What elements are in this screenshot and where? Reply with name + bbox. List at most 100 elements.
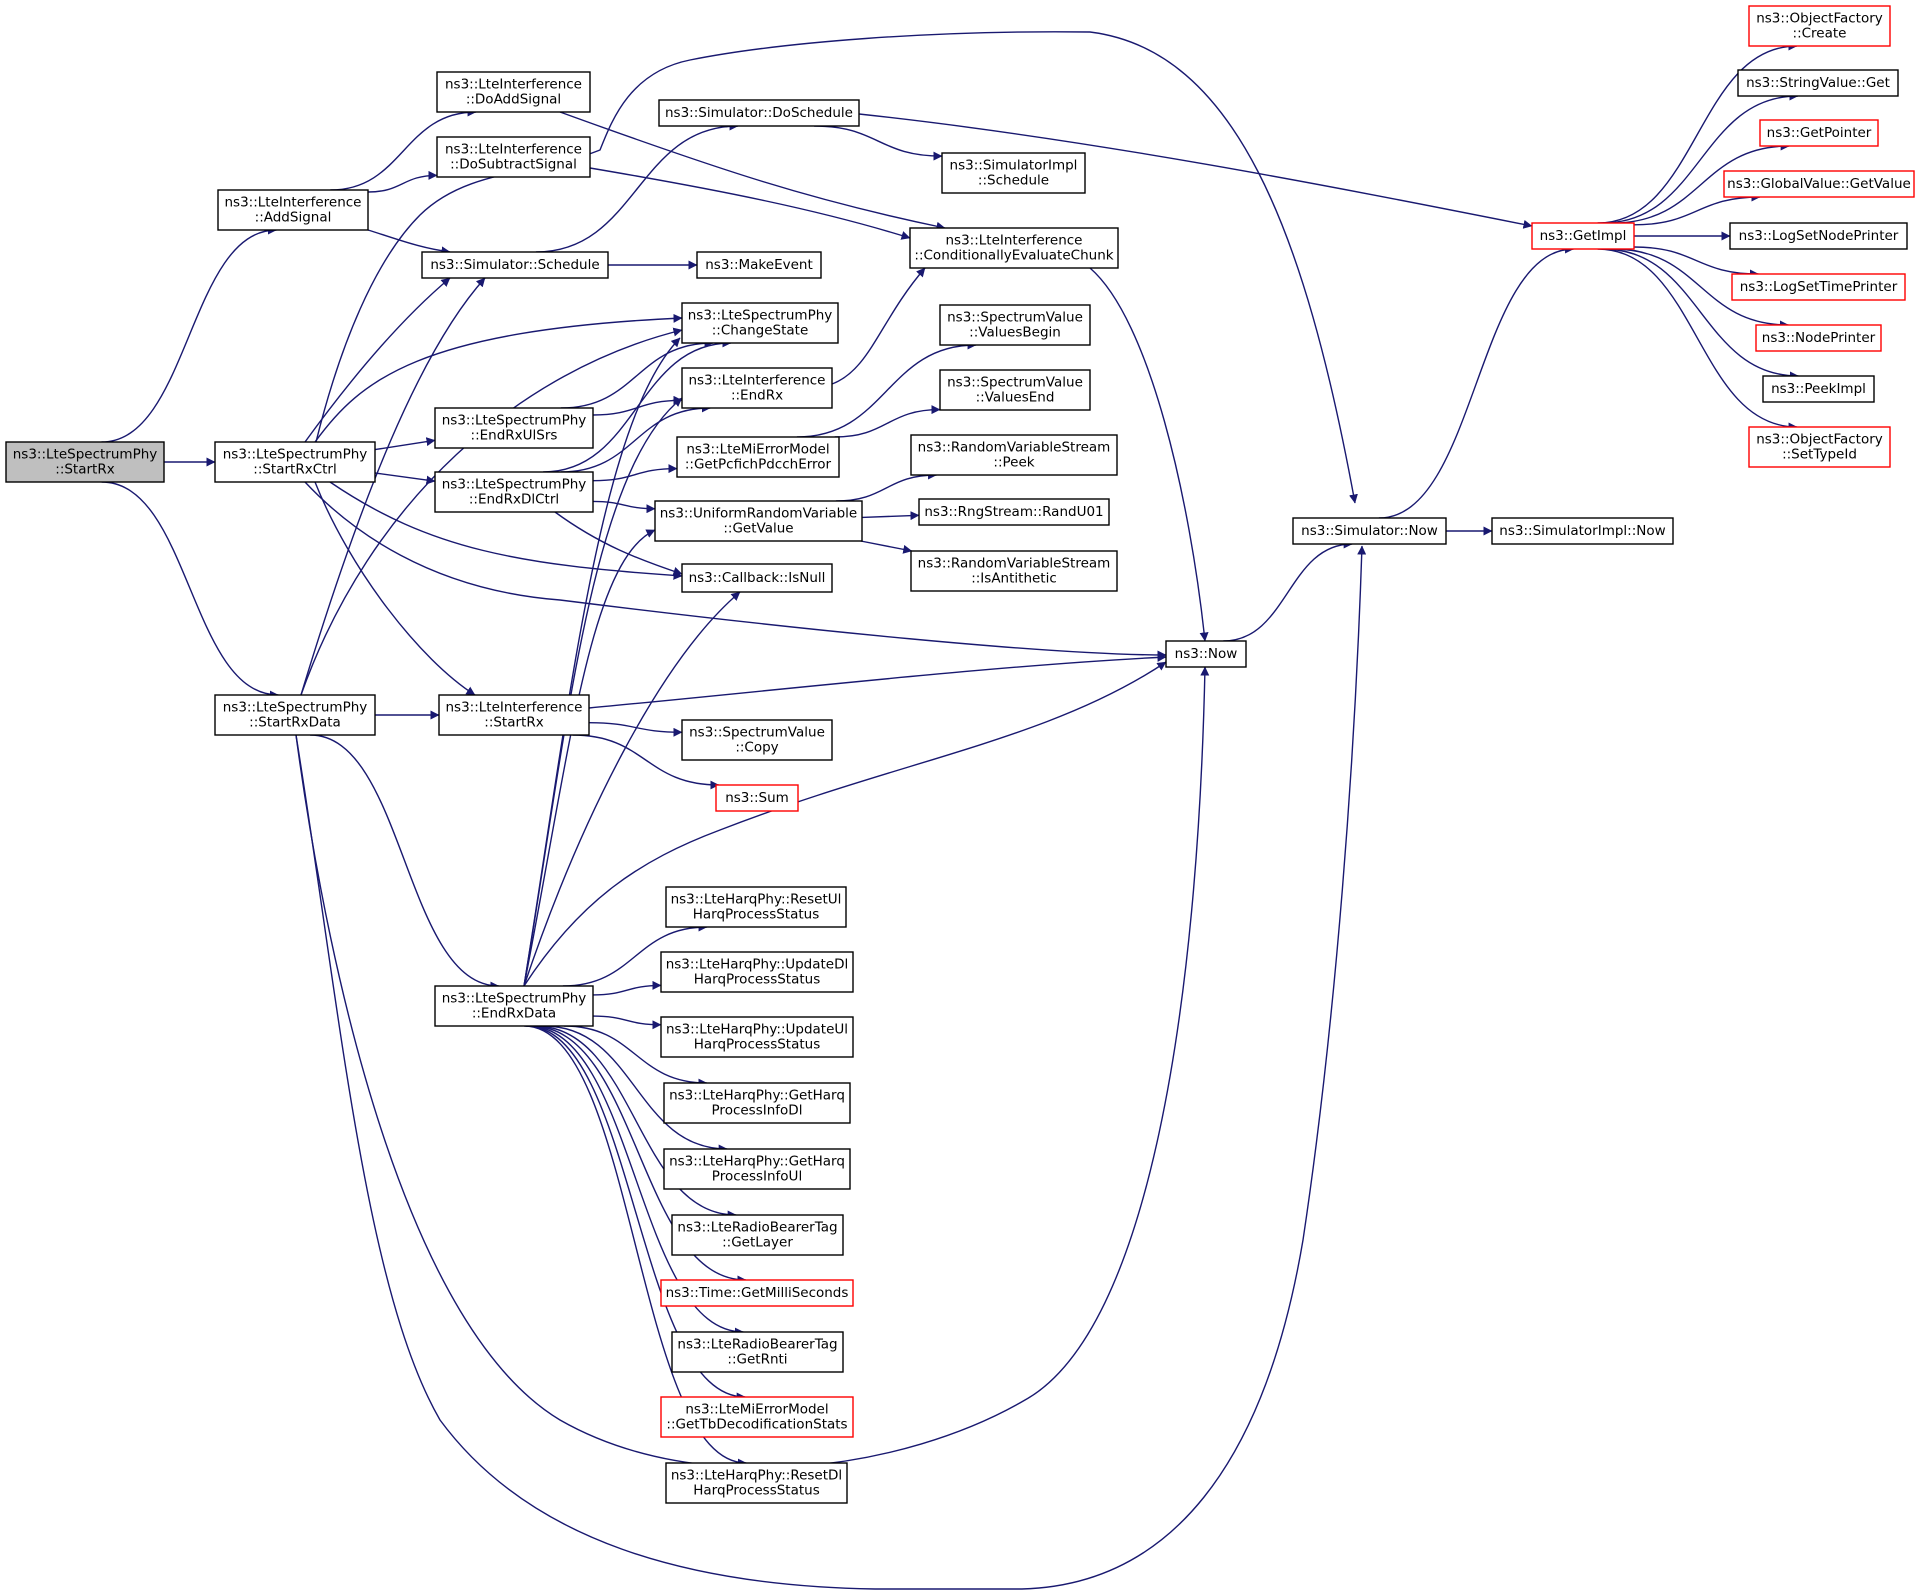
node-box[interactable] bbox=[941, 152, 1086, 194]
node-valuesend[interactable]: ns3::SpectrumValue::ValuesEnd bbox=[939, 369, 1091, 411]
node-box[interactable] bbox=[671, 1214, 844, 1256]
node-logsettime[interactable]: ns3::LogSetTimePrinter bbox=[1731, 273, 1906, 301]
node-box[interactable] bbox=[660, 951, 854, 993]
node-startrx[interactable]: ns3::LteSpectrumPhy::StartRx bbox=[5, 441, 165, 483]
node-box[interactable] bbox=[214, 694, 376, 736]
node-startrxctrl[interactable]: ns3::LteSpectrumPhy::StartRxCtrl bbox=[214, 441, 376, 483]
node-box[interactable] bbox=[663, 1148, 851, 1190]
node-resetul[interactable]: ns3::LteHarqPhy::ResetUlHarqProcessStatu… bbox=[665, 886, 847, 928]
node-box[interactable] bbox=[5, 441, 165, 483]
node-changestate[interactable]: ns3::LteSpectrumPhy::ChangeState bbox=[681, 302, 839, 344]
node-gv_getvalue[interactable]: ns3::GlobalValue::GetValue bbox=[1723, 170, 1915, 198]
node-simimpl_now[interactable]: ns3::SimulatorImpl::Now bbox=[1491, 517, 1674, 545]
node-addsignal[interactable]: ns3::LteInterference::AddSignal bbox=[217, 189, 369, 231]
node-doschedule[interactable]: ns3::Simulator::DoSchedule bbox=[658, 99, 860, 127]
node-nodeprinter[interactable]: ns3::NodePrinter bbox=[1755, 324, 1882, 352]
node-makeevent[interactable]: ns3::MakeEvent bbox=[696, 251, 822, 279]
node-box[interactable] bbox=[1737, 69, 1899, 97]
node-box[interactable] bbox=[217, 189, 369, 231]
node-box[interactable] bbox=[1165, 640, 1247, 668]
node-stringvalue_get[interactable]: ns3::StringValue::Get bbox=[1737, 69, 1899, 97]
node-schedule[interactable]: ns3::Simulator::Schedule bbox=[421, 251, 609, 279]
node-box[interactable] bbox=[421, 251, 609, 279]
node-box[interactable] bbox=[1723, 170, 1915, 198]
node-now[interactable]: ns3::Now bbox=[1165, 640, 1247, 668]
node-valuesbegin[interactable]: ns3::SpectrumValue::ValuesBegin bbox=[939, 304, 1091, 346]
node-box[interactable] bbox=[1748, 5, 1891, 47]
node-dosubtractsignal[interactable]: ns3::LteInterference::DoSubtractSignal bbox=[436, 136, 591, 178]
node-box[interactable] bbox=[658, 99, 860, 127]
node-isantithetic[interactable]: ns3::RandomVariableStream::IsAntithetic bbox=[910, 550, 1118, 592]
node-box[interactable] bbox=[660, 1016, 854, 1058]
node-box[interactable] bbox=[715, 784, 799, 812]
node-box[interactable] bbox=[214, 441, 376, 483]
node-rvs_peek[interactable]: ns3::RandomVariableStream::Peek bbox=[910, 434, 1118, 476]
node-box[interactable] bbox=[434, 471, 594, 513]
node-getrnti[interactable]: ns3::LteRadioBearerTag::GetRnti bbox=[671, 1331, 844, 1373]
node-startrxdata[interactable]: ns3::LteSpectrumPhy::StartRxData bbox=[214, 694, 376, 736]
node-sv_copy[interactable]: ns3::SpectrumValue::Copy bbox=[681, 719, 833, 761]
node-box[interactable] bbox=[681, 563, 833, 593]
node-box[interactable] bbox=[910, 434, 1118, 476]
node-doaddsignal[interactable]: ns3::LteInterference::DoAddSignal bbox=[436, 71, 591, 113]
node-box[interactable] bbox=[438, 694, 590, 736]
node-logsetnode[interactable]: ns3::LogSetNodePrinter bbox=[1729, 222, 1908, 250]
node-updatedl[interactable]: ns3::LteHarqPhy::UpdateDlHarqProcessStat… bbox=[660, 951, 854, 993]
node-getlayer[interactable]: ns3::LteRadioBearerTag::GetLayer bbox=[671, 1214, 844, 1256]
node-li_endrx[interactable]: ns3::LteInterference::EndRx bbox=[681, 367, 833, 409]
node-box[interactable] bbox=[671, 1331, 844, 1373]
node-box[interactable] bbox=[663, 1082, 851, 1124]
node-box[interactable] bbox=[434, 985, 594, 1027]
node-sum[interactable]: ns3::Sum bbox=[715, 784, 799, 812]
node-updateul[interactable]: ns3::LteHarqPhy::UpdateUlHarqProcessStat… bbox=[660, 1016, 854, 1058]
node-endrxulsrs[interactable]: ns3::LteSpectrumPhy::EndRxUlSrs bbox=[434, 407, 594, 449]
node-box[interactable] bbox=[436, 136, 591, 178]
node-randu01[interactable]: ns3::RngStream::RandU01 bbox=[918, 498, 1110, 526]
node-cb_isnull[interactable]: ns3::Callback::IsNull bbox=[681, 563, 833, 593]
node-box[interactable] bbox=[1491, 517, 1674, 545]
node-box[interactable] bbox=[660, 1279, 854, 1307]
node-endrxdlctrl[interactable]: ns3::LteSpectrumPhy::EndRxDlCtrl bbox=[434, 471, 594, 513]
node-getimpl[interactable]: ns3::GetImpl bbox=[1531, 222, 1635, 250]
node-box[interactable] bbox=[1729, 222, 1908, 250]
node-box[interactable] bbox=[665, 886, 847, 928]
node-urv_getvalue[interactable]: ns3::UniformRandomVariable::GetValue bbox=[654, 500, 863, 542]
node-box[interactable] bbox=[436, 71, 591, 113]
node-box[interactable] bbox=[939, 304, 1091, 346]
node-box[interactable] bbox=[1748, 426, 1891, 468]
node-box[interactable] bbox=[660, 1396, 854, 1438]
node-box[interactable] bbox=[434, 407, 594, 449]
node-getpcfich[interactable]: ns3::LteMiErrorModel::GetPcfichPdcchErro… bbox=[676, 436, 840, 478]
node-box[interactable] bbox=[1762, 375, 1875, 403]
node-getms[interactable]: ns3::Time::GetMilliSeconds bbox=[660, 1279, 854, 1307]
node-box[interactable] bbox=[665, 1462, 848, 1504]
node-li_startrx[interactable]: ns3::LteInterference::StartRx bbox=[438, 694, 590, 736]
node-box[interactable] bbox=[1755, 324, 1882, 352]
node-box[interactable] bbox=[681, 367, 833, 409]
node-box[interactable] bbox=[696, 251, 822, 279]
node-box[interactable] bbox=[1731, 273, 1906, 301]
node-endrxdata[interactable]: ns3::LteSpectrumPhy::EndRxData bbox=[434, 985, 594, 1027]
node-box[interactable] bbox=[1531, 222, 1635, 250]
node-box[interactable] bbox=[939, 369, 1091, 411]
node-of_settypeid[interactable]: ns3::ObjectFactory::SetTypeId bbox=[1748, 426, 1891, 468]
node-condeval[interactable]: ns3::LteInterference::ConditionallyEvalu… bbox=[909, 227, 1119, 269]
node-box[interactable] bbox=[1292, 517, 1447, 545]
node-box[interactable] bbox=[918, 498, 1110, 526]
node-box[interactable] bbox=[681, 302, 839, 344]
node-peekimpl[interactable]: ns3::PeekImpl bbox=[1762, 375, 1875, 403]
node-of_create[interactable]: ns3::ObjectFactory::Create bbox=[1748, 5, 1891, 47]
node-resetdl[interactable]: ns3::LteHarqPhy::ResetDlHarqProcessStatu… bbox=[665, 1462, 848, 1504]
node-simimpl_schedule[interactable]: ns3::SimulatorImpl::Schedule bbox=[941, 152, 1086, 194]
node-gettb[interactable]: ns3::LteMiErrorModel::GetTbDecodificatio… bbox=[660, 1396, 854, 1438]
node-getpointer[interactable]: ns3::GetPointer bbox=[1759, 119, 1879, 147]
node-box[interactable] bbox=[1759, 119, 1879, 147]
node-box[interactable] bbox=[909, 227, 1119, 269]
node-box[interactable] bbox=[654, 500, 863, 542]
node-sim_now[interactable]: ns3::Simulator::Now bbox=[1292, 517, 1447, 545]
node-box[interactable] bbox=[676, 436, 840, 478]
node-box[interactable] bbox=[681, 719, 833, 761]
node-box[interactable] bbox=[910, 550, 1118, 592]
